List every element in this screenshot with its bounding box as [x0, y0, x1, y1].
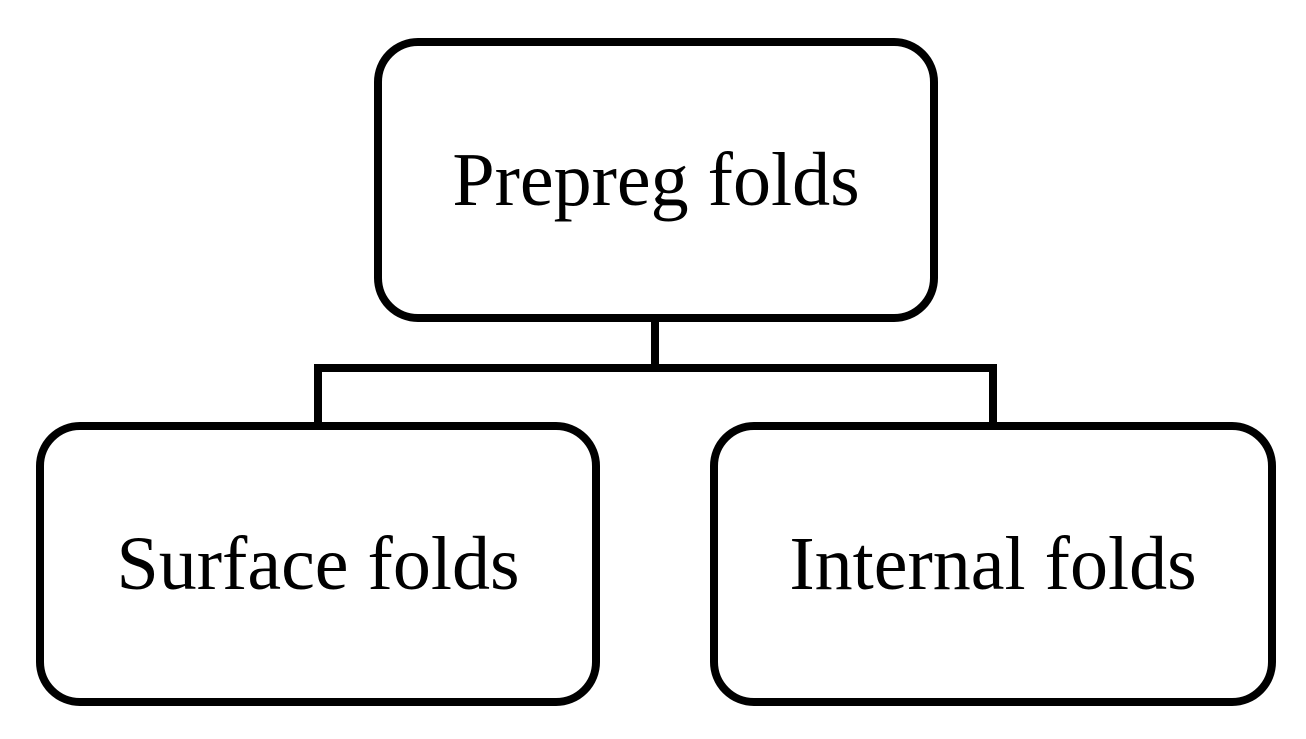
node-label: Surface folds — [116, 522, 520, 606]
node-label: Prepreg folds — [452, 138, 860, 222]
node-surface-folds: Surface folds — [36, 422, 600, 706]
node-label: Internal folds — [789, 522, 1197, 606]
node-internal-folds: Internal folds — [710, 422, 1276, 706]
node-prepreg-folds: Prepreg folds — [374, 38, 938, 322]
